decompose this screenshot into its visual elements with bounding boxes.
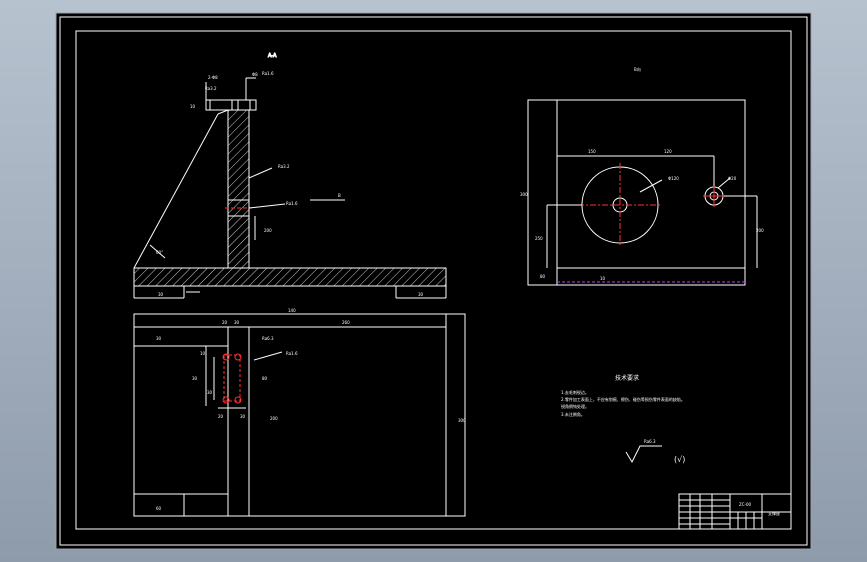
dimension-text: 20 (218, 414, 224, 419)
roughness-label: Ra3.2 (278, 164, 290, 169)
tech-requirements: 技术要求 1.去毛刺锐边。 2.零件加工表面上，不应有划痕、擦伤、碰伤等损伤零件… (561, 374, 685, 417)
dimension-text: Φ8 (252, 72, 258, 77)
dimension-text: 140 (288, 308, 296, 313)
roughness-note: (√) (674, 455, 685, 464)
dimension-text: 30 (234, 320, 240, 325)
dimension-text: Φ20 (728, 176, 737, 181)
dimension-text: 10 (200, 351, 206, 356)
dimension-text: 200 (264, 228, 272, 233)
dimension-text: 30 (156, 336, 162, 341)
plan-view (527, 99, 758, 286)
top-view (133, 313, 466, 517)
tech-requirement-line: 2.零件加工表面上，不应有划痕、擦伤、碰伤等损伤零件表面的缺陷。 (561, 396, 685, 402)
section-view-label: A-A (268, 53, 277, 59)
dimension-text: Φ120 (668, 176, 679, 181)
front-dimension-texts: 2-Φ8 10 Φ8 60° 30 30 200 (156, 72, 424, 297)
dimension-text: 10 (600, 276, 606, 281)
dimension-text: 30 (418, 292, 424, 297)
dimension-text: 80 (262, 376, 268, 381)
roughness-label: Ra1.6 (286, 201, 298, 206)
dimension-text: 200 (270, 416, 278, 421)
dimension-text: 250 (535, 236, 543, 241)
dimension-text: 80 (540, 274, 546, 279)
dimension-text: 2-Φ8 (208, 75, 218, 80)
dimension-text: 300 (458, 418, 466, 423)
tech-requirement-line: 3.未注倒角。 (561, 411, 585, 417)
dimension-text: 300 (520, 192, 528, 197)
dimension-text: 60 (156, 506, 162, 511)
dimension-text: 30 (240, 414, 246, 419)
general-roughness: Ra6.3 (√) (625, 439, 685, 464)
inner-border (75, 30, 792, 530)
dimension-text: 120 (664, 149, 672, 154)
section-view: A-A (133, 53, 447, 299)
tech-requirement-line: 锐角倒钝处理。 (561, 403, 589, 409)
plan-view-label: B向 (634, 66, 641, 72)
dimension-text: 260 (342, 320, 350, 325)
roughness-label: Ra6.3 (644, 439, 656, 444)
roughness-label: Ra1.6 (262, 71, 274, 76)
dimension-text: 200 (756, 228, 764, 233)
title-block (678, 493, 792, 530)
dimension-text: 30 (207, 390, 213, 395)
dimension-text: 30 (158, 292, 164, 297)
dimension-text: 150 (588, 149, 596, 154)
slot (223, 354, 241, 402)
roughness-label: Ra3.2 (205, 86, 217, 91)
title-block-code: ZC-00 (739, 502, 752, 507)
roughness-label: Ra6.3 (262, 336, 274, 341)
arrow-label: B (338, 193, 341, 198)
plan-view-outline (527, 99, 746, 286)
dimension-text: 10 (190, 104, 196, 109)
title-block-drawing-name: 支撑座 (768, 510, 780, 516)
top-view-outline (133, 313, 466, 517)
roughness-symbols-front: Ra1.6 Ra3.2 Ra3.2 Ra1.6 (205, 71, 298, 206)
dimension-text: 30 (192, 376, 198, 381)
vertical-web (227, 109, 250, 269)
dimension-text: 60° (156, 250, 163, 255)
tech-requirements-title: 技术要求 (615, 374, 639, 382)
base-plate (133, 267, 447, 287)
dimension-text: 20 (222, 320, 228, 325)
tech-requirement-line: 1.去毛刺锐边。 (561, 389, 589, 395)
plan-dimension-texts: B向 150 120 Φ120 Φ20 300 250 200 80 10 (520, 66, 764, 281)
roughness-label: Ra1.6 (286, 351, 298, 356)
top-dimension-texts: 140 20 30 260 30 10 30 30 20 80 200 30 3… (156, 308, 466, 511)
outer-border (59, 16, 808, 546)
